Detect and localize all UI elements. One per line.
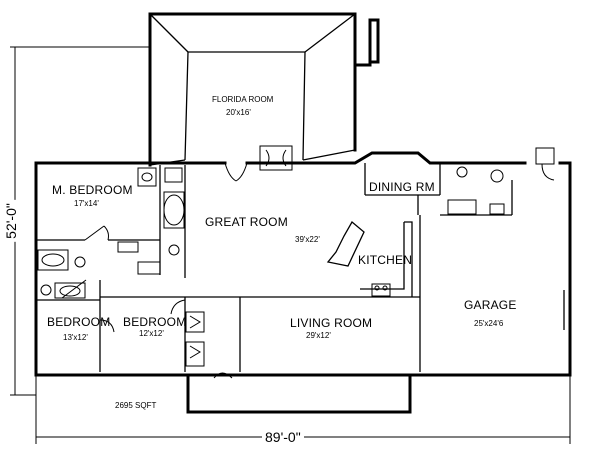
- florida-doors: [224, 145, 293, 182]
- total-area: 2695 SQFT: [115, 401, 157, 410]
- bedroom-1-size: 13'x12': [63, 333, 88, 342]
- dimension-lines: [10, 46, 571, 444]
- garage-size: 25'x24'6: [474, 319, 504, 328]
- florida-room-walls: [148, 12, 380, 167]
- florida-room-name: FLORIDA ROOM: [212, 95, 274, 104]
- master-bedroom-size: 17'x14': [74, 199, 99, 208]
- great-room-size: 39'x22': [295, 235, 320, 244]
- hall-bath-fixtures: [40, 279, 87, 299]
- interior-walls: [36, 163, 513, 372]
- laundry-fixtures: [447, 147, 555, 215]
- kitchen-counters: [326, 221, 413, 297]
- overall-width-dimension: 89'-0": [262, 430, 304, 444]
- bedroom-1-name: BEDROOM: [47, 315, 111, 329]
- kitchen-name: KITCHEN: [358, 253, 413, 267]
- closets-and-doors: [99, 299, 233, 379]
- master-bedroom-name: M. BEDROOM: [52, 183, 133, 197]
- main-outer-walls: [34, 151, 572, 414]
- master-bath-fixtures: [37, 167, 185, 275]
- garage-name: GARAGE: [464, 298, 517, 312]
- garage-door: [563, 288, 572, 332]
- great-room-name: GREAT ROOM: [205, 215, 288, 229]
- florida-room-size: 20'x16': [226, 108, 251, 117]
- bedroom-2-size: 12'x12': [139, 329, 164, 338]
- bedroom-2-name: BEDROOM: [123, 315, 187, 329]
- overall-depth-dimension: 52'-0": [3, 200, 19, 242]
- living-room-name: LIVING ROOM: [290, 316, 373, 330]
- dining-room-name: DINING RM: [369, 180, 435, 194]
- living-room-size: 29'x12': [306, 331, 331, 340]
